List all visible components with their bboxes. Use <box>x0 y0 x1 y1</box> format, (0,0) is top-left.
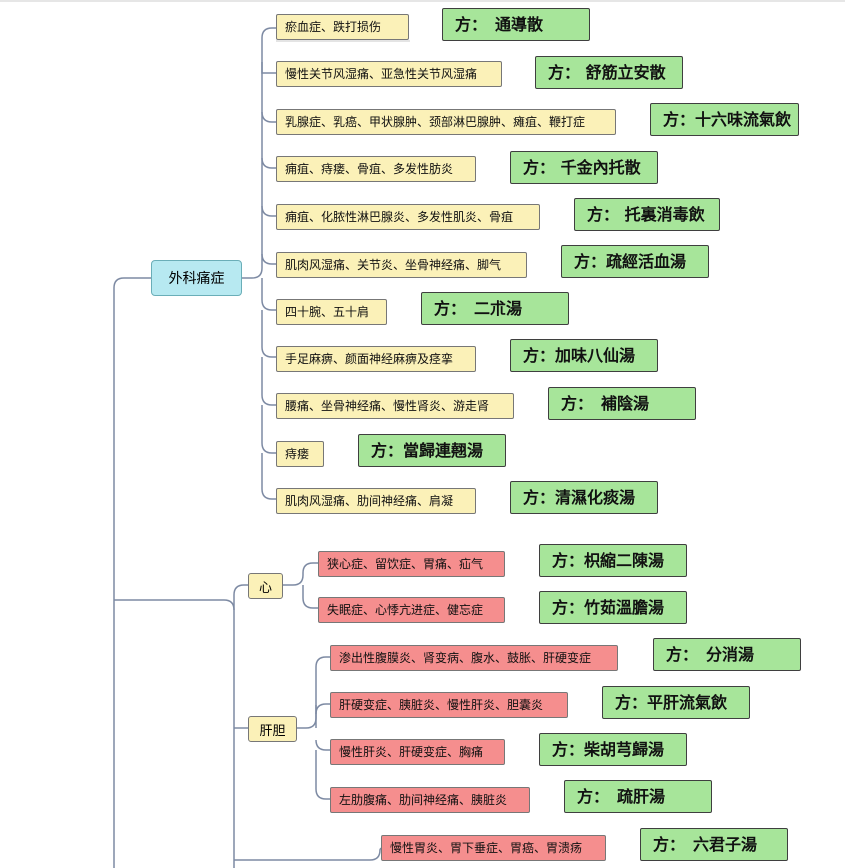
remedy-node[interactable]: 方：清濕化痰湯 <box>510 481 658 514</box>
lower-trunk <box>114 599 235 868</box>
symptom-node[interactable]: 乳腺症、乳癌、甲状腺肿、颈部淋巴腺肿、瘫疽、鞭打症 <box>276 109 616 135</box>
remedy-node[interactable]: 方：當歸連翹湯 <box>358 434 506 467</box>
remedy-node[interactable]: 方： 舒筋立安散 <box>535 56 683 89</box>
top-border <box>0 0 845 2</box>
symptom-node[interactable]: 渗出性腹膜炎、肾变病、腹水、鼓胀、肝硬变症 <box>330 645 618 671</box>
remedy-node[interactable]: 方：柴胡芎歸湯 <box>539 733 687 766</box>
symptom-node[interactable]: 肝硬变症、胰脏炎、慢性肝炎、胆囊炎 <box>330 692 568 718</box>
root-branch-spine <box>242 27 276 279</box>
heart-spine <box>283 562 318 586</box>
root-node[interactable]: 外科痛症 <box>151 260 242 296</box>
remedy-node[interactable]: 方：疏經活血湯 <box>561 245 709 278</box>
remedy-node[interactable]: 方： 疏肝湯 <box>564 780 712 813</box>
remedy-node[interactable]: 方： 二朮湯 <box>421 292 569 325</box>
symptom-node[interactable]: 狭心症、留饮症、胃痛、疝气 <box>318 551 505 577</box>
symptom-node[interactable]: 手足麻痹、颜面神经麻痹及痉挛 <box>276 346 476 372</box>
symptom-node[interactable]: 痔瘘 <box>276 441 324 467</box>
symptom-node[interactable]: 慢性肝炎、肝硬变症、胸痛 <box>330 739 505 765</box>
symptom-node[interactable]: 腰痛、坐骨神经痛、慢性肾炎、游走肾 <box>276 393 514 419</box>
root-trunk <box>113 277 151 868</box>
symptom-node[interactable]: 肌肉风湿痛、肋间神经痛、肩凝 <box>276 488 476 514</box>
remedy-node[interactable]: 方： 通導散 <box>442 8 590 41</box>
remedy-node[interactable]: 方： 六君子湯 <box>640 828 788 861</box>
liver-spine <box>297 656 330 729</box>
remedy-node[interactable]: 方： 分消湯 <box>653 638 801 671</box>
remedy-node[interactable]: 方： 千金內托散 <box>510 151 658 184</box>
remedy-node[interactable]: 方：枳縮二陳湯 <box>539 544 687 577</box>
category-liver[interactable]: 肝胆 <box>248 716 297 742</box>
remedy-node[interactable]: 方： 托裏消毒飲 <box>574 198 720 231</box>
symptom-node[interactable]: 失眠症、心悸亢进症、健忘症 <box>318 597 505 623</box>
symptom-node[interactable]: 四十腕、五十肩 <box>276 299 387 325</box>
remedy-node[interactable]: 方：竹茹溫膽湯 <box>539 591 687 624</box>
symptom-node[interactable]: 瘀血症、跌打损伤 <box>276 14 409 40</box>
symptom-node[interactable]: 左肋腹痛、肋间神经痛、胰脏炎 <box>330 787 530 813</box>
remedy-node[interactable]: 方：平肝流氣飲 <box>602 686 750 719</box>
remedy-node[interactable]: 方： 補陰湯 <box>548 387 696 420</box>
symptom-node[interactable]: 慢性胃炎、胃下垂症、胃癌、胃溃疡 <box>381 835 606 861</box>
symptom-node[interactable]: 痈疽、痔瘘、骨疽、多发性肪炎 <box>276 156 476 182</box>
symptom-node[interactable]: 慢性关节风湿痛、亚急性关节风湿痛 <box>276 61 502 87</box>
symptom-node[interactable]: 痈疽、化脓性淋巴腺炎、多发性肌炎、骨疽 <box>276 204 540 230</box>
remedy-node[interactable]: 方：加味八仙湯 <box>510 339 658 372</box>
symptom-node[interactable]: 肌肉风湿痛、关节炎、坐骨神经痛、脚气 <box>276 252 527 278</box>
category-heart[interactable]: 心 <box>248 573 283 599</box>
remedy-node[interactable]: 方：十六味流氣飲 <box>650 103 799 136</box>
